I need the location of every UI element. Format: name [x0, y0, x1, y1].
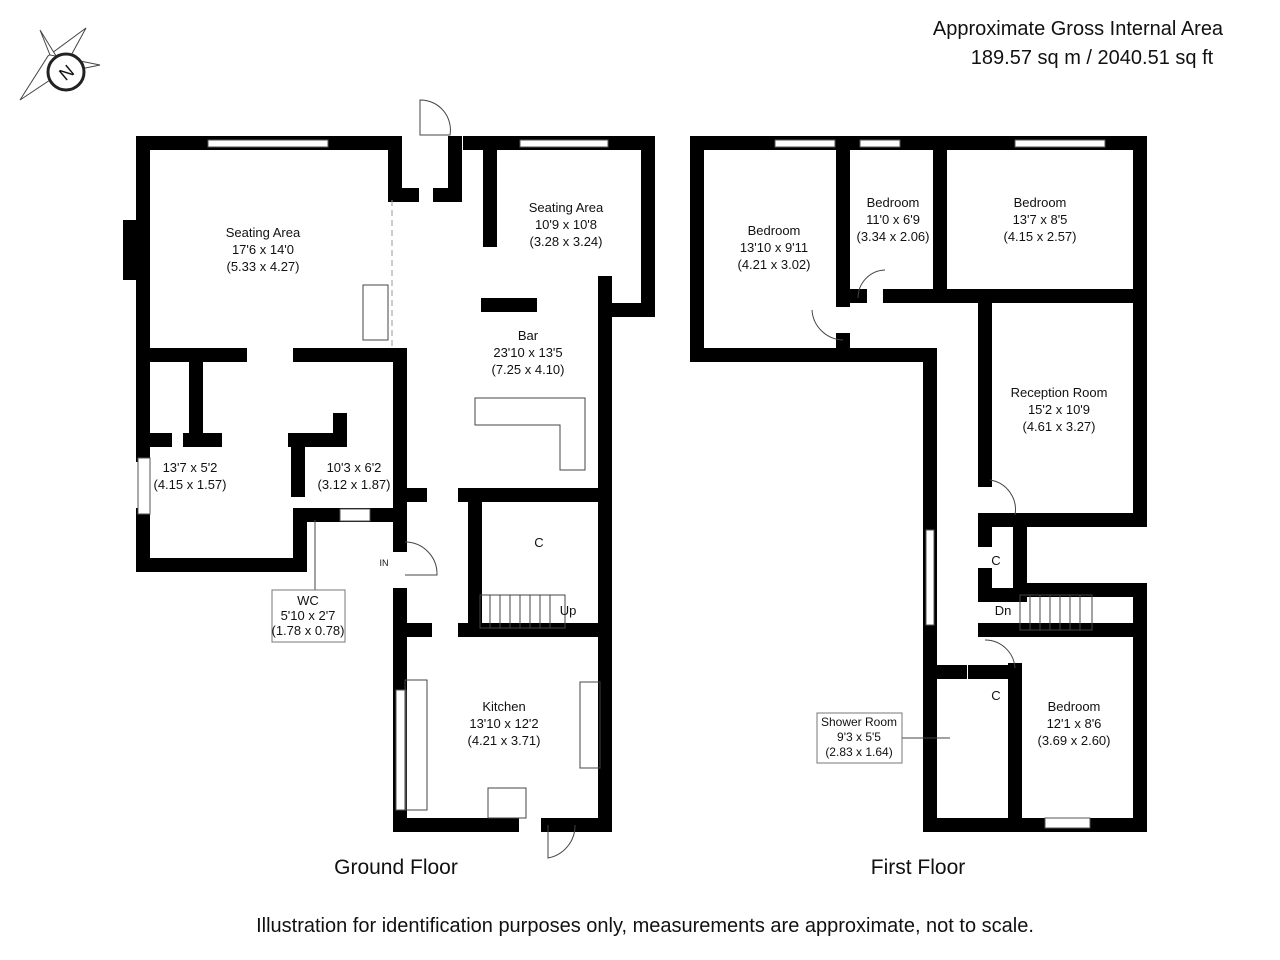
svg-text:(2.83 x 1.64): (2.83 x 1.64)	[825, 745, 892, 759]
svg-text:17'6 x 14'0: 17'6 x 14'0	[232, 242, 294, 257]
svg-text:(4.21 x 3.02): (4.21 x 3.02)	[738, 257, 811, 272]
svg-text:(5.33 x 4.27): (5.33 x 4.27)	[227, 259, 300, 274]
svg-text:Reception Room: Reception Room	[1011, 385, 1108, 400]
svg-text:12'1 x 8'6: 12'1 x 8'6	[1047, 716, 1102, 731]
svg-text:13'10 x 12'2: 13'10 x 12'2	[469, 716, 538, 731]
svg-text:10'9 x 10'8: 10'9 x 10'8	[535, 217, 597, 232]
svg-text:(3.69 x 2.60): (3.69 x 2.60)	[1038, 733, 1111, 748]
svg-text:(4.15 x 1.57): (4.15 x 1.57)	[154, 477, 227, 492]
entrance-label: IN	[380, 558, 389, 568]
svg-text:(3.12 x 1.87): (3.12 x 1.87)	[318, 477, 391, 492]
svg-text:10'3 x 6'2: 10'3 x 6'2	[327, 460, 382, 475]
ground-floor-title: Ground Floor	[334, 856, 458, 879]
stairs-up-label: Up	[560, 603, 577, 618]
cupboard-label-1: C	[991, 553, 1000, 568]
svg-text:Kitchen: Kitchen	[482, 699, 525, 714]
room-bedroom-3: Bedroom 13'7 x 8'5 (4.15 x 2.57)	[1004, 195, 1077, 244]
room-bedroom-2: Bedroom 11'0 x 6'9 (3.34 x 2.06)	[857, 195, 930, 244]
svg-text:(4.61 x 3.27): (4.61 x 3.27)	[1023, 419, 1096, 434]
svg-text:Shower Room: Shower Room	[821, 715, 897, 729]
room-bedroom-1: Bedroom 13'10 x 9'11 (4.21 x 3.02)	[738, 223, 811, 272]
svg-text:Bedroom: Bedroom	[1048, 699, 1101, 714]
svg-text:13'10 x 9'11: 13'10 x 9'11	[740, 240, 808, 255]
room-bedroom-4: Bedroom 12'1 x 8'6 (3.69 x 2.60)	[1038, 699, 1111, 748]
svg-text:5'10 x 2'7: 5'10 x 2'7	[281, 608, 336, 623]
svg-text:(1.78 x 0.78): (1.78 x 0.78)	[272, 623, 345, 638]
room-toilets-2: 10'3 x 6'2 (3.12 x 1.87)	[318, 460, 391, 492]
svg-text:Bedroom: Bedroom	[867, 195, 920, 210]
svg-text:(4.21 x 3.71): (4.21 x 3.71)	[468, 733, 541, 748]
room-bar: Bar 23'10 x 13'5 (7.25 x 4.10)	[492, 328, 565, 377]
area-title: Approximate Gross Internal Area	[933, 18, 1224, 40]
room-seating-area-2: Seating Area 10'9 x 10'8 (3.28 x 3.24)	[529, 200, 604, 249]
svg-text:13'7 x 8'5: 13'7 x 8'5	[1013, 212, 1068, 227]
room-seating-area-1: Seating Area 17'6 x 14'0 (5.33 x 4.27)	[226, 225, 301, 274]
svg-text:15'2 x 10'9: 15'2 x 10'9	[1028, 402, 1090, 417]
svg-text:WC: WC	[297, 593, 319, 608]
ground-floor-walls	[123, 99, 655, 859]
room-wc: WC 5'10 x 2'7 (1.78 x 0.78)	[271, 520, 346, 643]
svg-text:Seating Area: Seating Area	[529, 200, 604, 215]
svg-text:(3.28 x 3.24): (3.28 x 3.24)	[530, 234, 603, 249]
svg-text:11'0 x 6'9: 11'0 x 6'9	[866, 212, 920, 227]
room-toilets-1: 13'7 x 5'2 (4.15 x 1.57)	[154, 460, 227, 492]
svg-text:13'7 x 5'2: 13'7 x 5'2	[163, 460, 218, 475]
svg-text:23'10 x 13'5: 23'10 x 13'5	[493, 345, 562, 360]
stairs-down-label: Dn	[995, 603, 1012, 618]
cupboard-label-2: C	[991, 688, 1000, 703]
first-floor-title: First Floor	[871, 856, 966, 879]
cupboard-label: C	[534, 535, 543, 550]
svg-text:Seating Area: Seating Area	[226, 225, 301, 240]
disclaimer: Illustration for identification purposes…	[256, 915, 1034, 937]
svg-text:9'3 x 5'5: 9'3 x 5'5	[837, 730, 881, 744]
room-reception: Reception Room 15'2 x 10'9 (4.61 x 3.27)	[1011, 385, 1108, 434]
area-value: 189.57 sq m / 2040.51 sq ft	[971, 47, 1214, 69]
svg-text:(4.15 x 2.57): (4.15 x 2.57)	[1004, 229, 1077, 244]
svg-text:(7.25 x 4.10): (7.25 x 4.10)	[492, 362, 565, 377]
svg-text:(3.34 x 2.06): (3.34 x 2.06)	[857, 229, 930, 244]
svg-text:Bar: Bar	[518, 328, 539, 343]
first-floor-walls	[690, 136, 1147, 832]
compass-icon: N	[19, 27, 101, 101]
room-kitchen: Kitchen 13'10 x 12'2 (4.21 x 3.71)	[468, 699, 541, 748]
svg-text:Bedroom: Bedroom	[1014, 195, 1067, 210]
svg-text:Bedroom: Bedroom	[748, 223, 801, 238]
room-shower: Shower Room 9'3 x 5'5 (2.83 x 1.64)	[816, 712, 950, 764]
